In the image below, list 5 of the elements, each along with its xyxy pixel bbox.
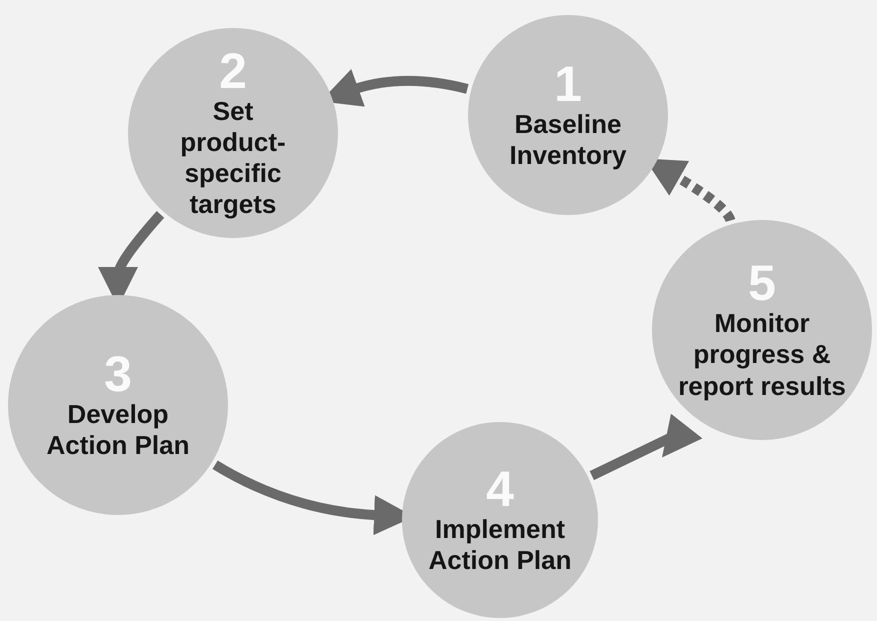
step-label: Implement Action Plan: [427, 514, 572, 576]
step-label: Set product-specific targets: [179, 96, 287, 220]
step-label: Monitor progress & report results: [677, 308, 847, 402]
step-label: Baseline Inventory: [508, 108, 628, 172]
step-label: Develop Action Plan: [45, 398, 190, 462]
